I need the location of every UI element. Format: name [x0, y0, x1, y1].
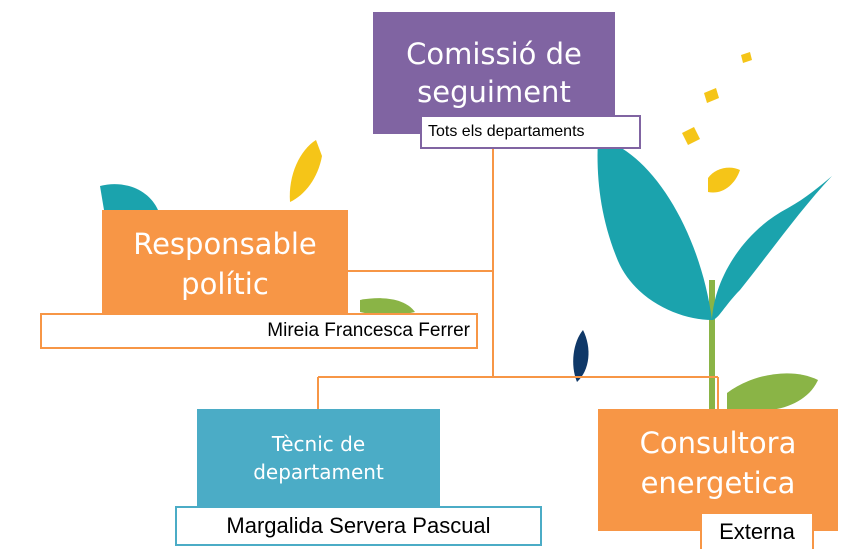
teal-petal-icon: [597, 138, 712, 320]
commission-title-line1: Comissió de: [406, 37, 582, 71]
yellow-leaf-icon: [682, 127, 700, 145]
commission-title-line2: seguiment: [417, 75, 571, 109]
technical-tag-label: Margalida Servera Pascual: [226, 513, 491, 538]
teal-leaf-icon: [100, 184, 158, 210]
green-leaf-icon: [727, 373, 818, 410]
stem-icon: [709, 280, 715, 410]
technical-tag: Margalida Servera Pascual: [175, 506, 542, 546]
consultancy-tag: Externa: [700, 512, 814, 549]
yellow-leaf-icon: [708, 167, 740, 193]
yellow-leaf-icon: [289, 140, 322, 202]
yellow-leaf-icon: [741, 52, 752, 63]
political-box: Responsable polític: [102, 210, 348, 330]
technical-title-line2: departament: [253, 460, 384, 484]
commission-tag-label: Tots els departaments: [428, 123, 585, 140]
teal-petal-icon: [712, 176, 832, 320]
commission-tag: Tots els departaments: [420, 115, 641, 149]
political-tag: Mireia Francesca Ferrer: [40, 313, 478, 349]
political-title-line2: polític: [181, 267, 269, 301]
political-title-line1: Responsable: [133, 227, 317, 261]
technical-box: Tècnic de departament: [197, 409, 440, 507]
technical-title-line1: Tècnic de: [271, 432, 366, 456]
political-tag-label: Mireia Francesca Ferrer: [267, 320, 470, 341]
consultancy-box: Consultora energetica: [598, 409, 838, 531]
green-leaf-icon: [360, 298, 415, 315]
consultancy-title-line1: Consultora: [639, 426, 797, 460]
commission-box: Comissió de seguiment: [373, 12, 615, 134]
navy-leaf-icon: [573, 330, 589, 382]
consultancy-title-line2: energetica: [640, 466, 796, 500]
consultancy-tag-label: Externa: [719, 518, 795, 544]
yellow-leaf-icon: [704, 88, 719, 103]
